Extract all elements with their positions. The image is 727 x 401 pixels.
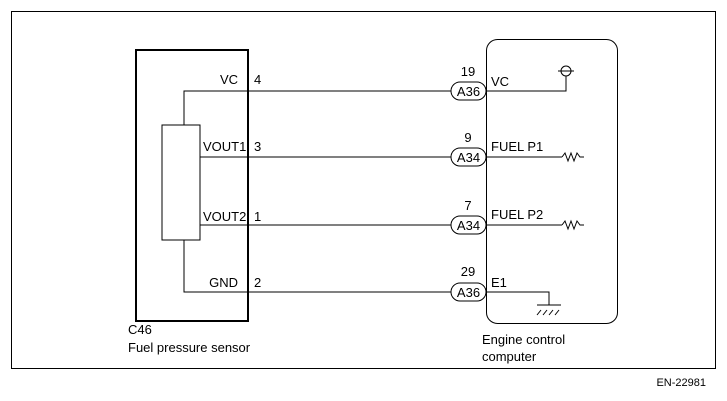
- ground-icon: [536, 304, 561, 316]
- sensor-pin-label-gnd: GND: [209, 275, 238, 290]
- sensor-pin-label-vc: VC: [220, 72, 238, 87]
- ecu-body: [486, 39, 618, 324]
- ecu-signal-fuel-p1: FUEL P1: [491, 139, 543, 154]
- reference-code: EN-22981: [656, 377, 706, 389]
- sensor-element: [161, 124, 201, 241]
- sensor-pin-number-vout2: 1: [254, 209, 261, 224]
- ecu-pin-number-fuel-p1: 9: [464, 130, 471, 145]
- ecu-signal-fuel-p2: FUEL P2: [491, 207, 543, 222]
- vc-supply-wire: [486, 76, 567, 92]
- ecu-pin-number-fuel-p2: 7: [464, 198, 471, 213]
- ecu-pin-number-e1: 29: [461, 264, 475, 279]
- ecu-signal-vc: VC: [491, 74, 509, 89]
- connector-code-fuel-p1: A34: [457, 150, 480, 165]
- sensor-pin-label-vout2: VOUT2: [203, 209, 246, 224]
- connector-code-e1: A36: [457, 285, 480, 300]
- diagram-frame: [11, 11, 716, 369]
- ecu-signal-e1: E1: [491, 275, 507, 290]
- fuel-p2-resistor-icon: [561, 219, 584, 231]
- e1-internal-wire: [486, 291, 550, 305]
- ecu-name-line2: computer: [482, 349, 537, 364]
- fuel-p1-resistor-icon: [561, 151, 584, 163]
- sensor-pin-number-vout1: 3: [254, 139, 261, 154]
- sensor-code: C46: [128, 322, 152, 337]
- vc-internal-wire: [183, 90, 248, 125]
- ecu-pin-number-vc: 19: [461, 64, 475, 79]
- gnd-internal-wire: [183, 240, 248, 293]
- connector-code-fuel-p2: A34: [457, 218, 480, 233]
- sensor-pin-number-vc: 4: [254, 72, 261, 87]
- sensor-body: [135, 49, 249, 322]
- sensor-name: Fuel pressure sensor: [128, 340, 251, 355]
- sensor-pin-label-vout1: VOUT1: [203, 139, 246, 154]
- ecu-name-line1: Engine control: [482, 332, 565, 347]
- sensor-pin-number-gnd: 2: [254, 275, 261, 290]
- connector-code-vc: A36: [457, 84, 480, 99]
